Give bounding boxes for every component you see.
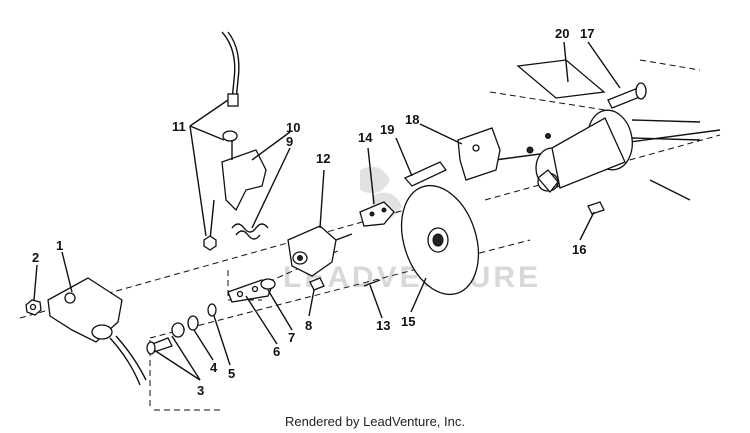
callout-14: 14 xyxy=(358,130,373,145)
callout-10: 10 xyxy=(286,120,300,135)
callout-7: 7 xyxy=(288,330,295,345)
part-cable-bracket xyxy=(203,31,267,251)
part-clip xyxy=(309,277,325,291)
part-hub xyxy=(526,109,701,194)
callout-13: 13 xyxy=(376,318,390,333)
callout-20: 18 xyxy=(405,112,419,127)
callout-4: 4 xyxy=(210,360,218,375)
callout-18: 20 xyxy=(555,26,569,41)
part-pin xyxy=(363,279,381,287)
callout-labels: 1 2 3 4 5 6 7 8 9 10 11 12 13 14 15 16 1… xyxy=(32,26,594,398)
part-plates xyxy=(403,127,501,187)
callout-15: 15 xyxy=(401,314,415,329)
part-bolt-washers xyxy=(146,303,217,355)
part-link-arm xyxy=(227,278,276,303)
callout-3: 3 xyxy=(197,383,204,398)
part-bracket xyxy=(47,277,147,386)
callout-8: 8 xyxy=(305,318,312,333)
callout-16: 16 xyxy=(572,242,586,257)
callout-11: 11 xyxy=(172,119,186,134)
callout-1: 1 xyxy=(56,238,63,253)
callout-5: 5 xyxy=(228,366,235,381)
part-long-bolt xyxy=(607,82,647,109)
part-pulley-disc xyxy=(400,184,480,296)
callout-17: 17 xyxy=(580,26,594,41)
part-tensioner xyxy=(287,225,353,277)
leader-lines xyxy=(33,41,621,381)
callout-9: 9 xyxy=(286,134,293,149)
part-key xyxy=(587,201,605,215)
callout-6: 6 xyxy=(273,344,280,359)
callout-2: 2 xyxy=(32,250,39,265)
callout-12: 12 xyxy=(316,151,330,166)
callout-19: 19 xyxy=(380,122,394,137)
part-block xyxy=(359,201,395,227)
part-nut xyxy=(25,299,42,316)
footer-caption: Rendered by LeadVenture, Inc. xyxy=(285,414,465,429)
part-decal xyxy=(516,59,606,99)
part-spring xyxy=(231,223,269,240)
